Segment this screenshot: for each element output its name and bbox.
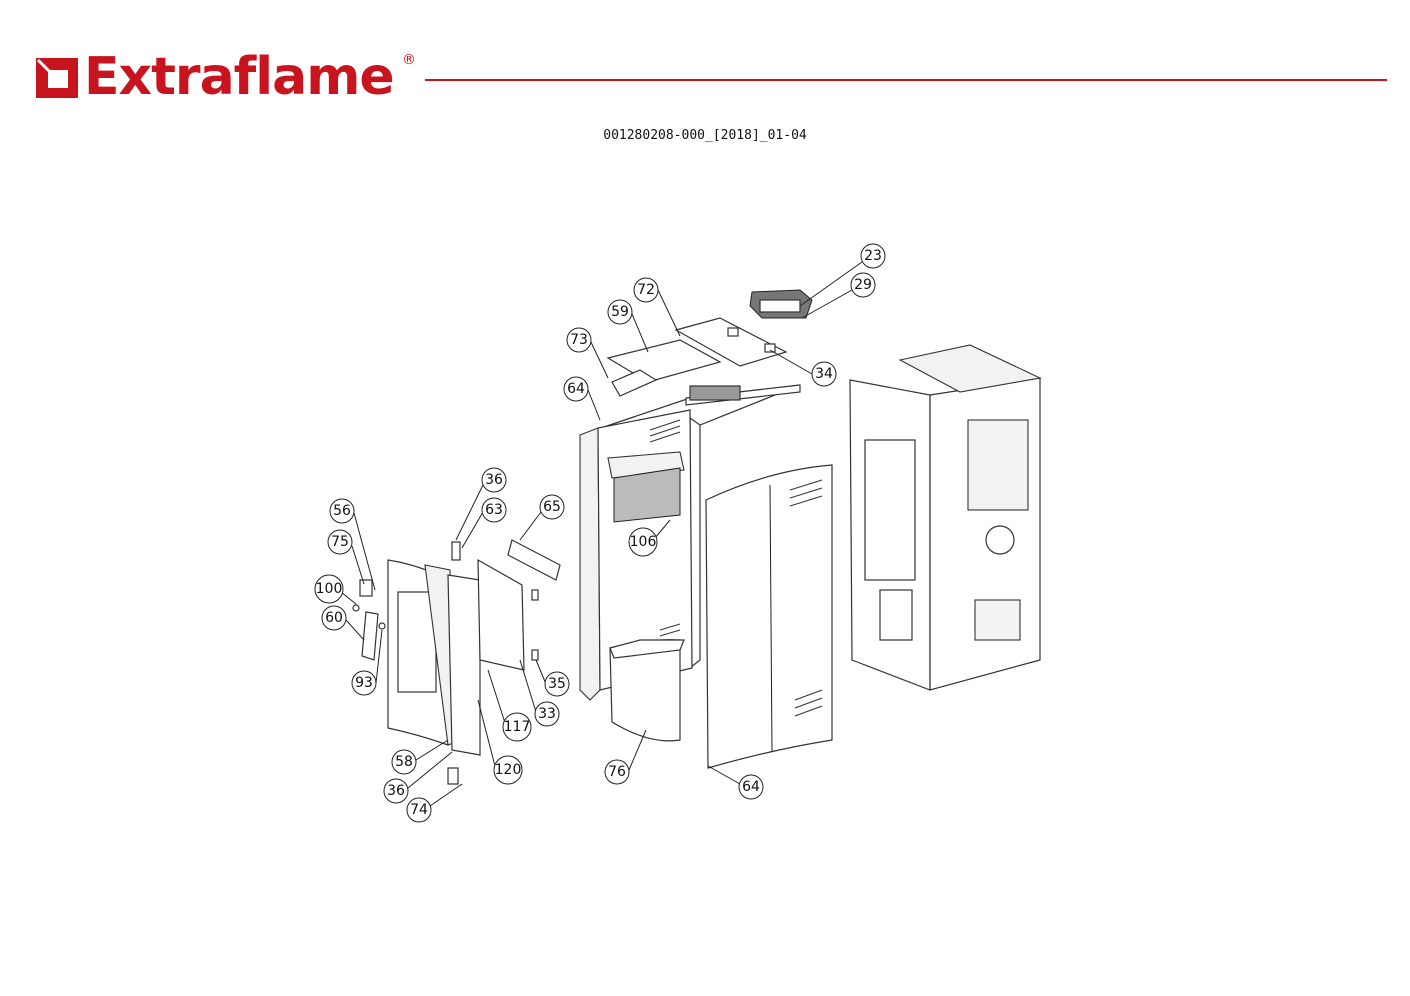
top-covers	[606, 289, 813, 397]
callout-117: 117	[502, 712, 532, 742]
svg-text:36: 36	[485, 472, 503, 488]
callout-29: 29	[850, 272, 876, 298]
svg-text:59: 59	[611, 304, 629, 320]
svg-text:65: 65	[543, 499, 561, 515]
svg-text:63: 63	[485, 502, 503, 518]
svg-text:93: 93	[355, 675, 373, 691]
callout-33: 33	[534, 701, 560, 727]
callout-76: 76	[604, 759, 630, 785]
callout-63: 63	[481, 497, 507, 523]
svg-text:34: 34	[815, 366, 833, 382]
front-lower-cover	[609, 639, 685, 742]
svg-text:75: 75	[331, 534, 349, 550]
callout-106: 106	[628, 527, 658, 557]
callout-93: 93	[351, 670, 377, 696]
callout-64-lower: 64	[738, 774, 764, 800]
svg-text:33: 33	[538, 706, 556, 722]
callout-74: 74	[406, 797, 432, 823]
callout-36: 36	[481, 467, 507, 493]
svg-text:64: 64	[567, 381, 585, 397]
header-rule	[425, 79, 1387, 81]
callout-75: 75	[327, 529, 353, 555]
svg-text:72: 72	[637, 282, 655, 298]
svg-text:58: 58	[395, 754, 413, 770]
callout-100: 100	[314, 574, 344, 604]
callout-73: 73	[566, 327, 592, 353]
callout-36-lower: 36	[383, 778, 409, 804]
callout-35: 35	[544, 671, 570, 697]
brand-name: Extraflame	[84, 47, 395, 107]
callout-34: 34	[811, 361, 837, 387]
callout-64: 64	[563, 376, 589, 402]
callout-58: 58	[391, 749, 417, 775]
svg-text:73: 73	[570, 332, 588, 348]
svg-text:23: 23	[864, 248, 882, 264]
svg-text:120: 120	[495, 762, 522, 778]
callout-60: 60	[321, 605, 347, 631]
callout-23: 23	[860, 243, 886, 269]
svg-text:74: 74	[410, 802, 428, 818]
svg-text:106: 106	[630, 534, 657, 550]
svg-text:29: 29	[854, 277, 872, 293]
svg-text:76: 76	[608, 764, 626, 780]
svg-text:117: 117	[504, 719, 531, 735]
document-code: 001280208-000_[2018]_01-04	[603, 128, 807, 143]
svg-text:100: 100	[316, 581, 343, 597]
callout-65: 65	[539, 494, 565, 520]
registered-mark: ®	[402, 52, 416, 68]
side-panel-right	[705, 464, 833, 769]
callout-120: 120	[493, 755, 523, 785]
door-assembly	[352, 539, 561, 785]
svg-text:35: 35	[548, 676, 566, 692]
leader-lines	[340, 261, 863, 807]
callout-59: 59	[607, 299, 633, 325]
stove-internal-frame	[849, 344, 1042, 691]
svg-text:56: 56	[333, 503, 351, 519]
callout-56: 56	[329, 498, 355, 524]
logo-mark-icon	[36, 58, 78, 98]
svg-text:64: 64	[742, 779, 760, 795]
callout-72: 72	[633, 277, 659, 303]
svg-text:60: 60	[325, 610, 343, 626]
extraflame-logo: Extraflame	[34, 46, 395, 108]
svg-text:36: 36	[387, 783, 405, 799]
